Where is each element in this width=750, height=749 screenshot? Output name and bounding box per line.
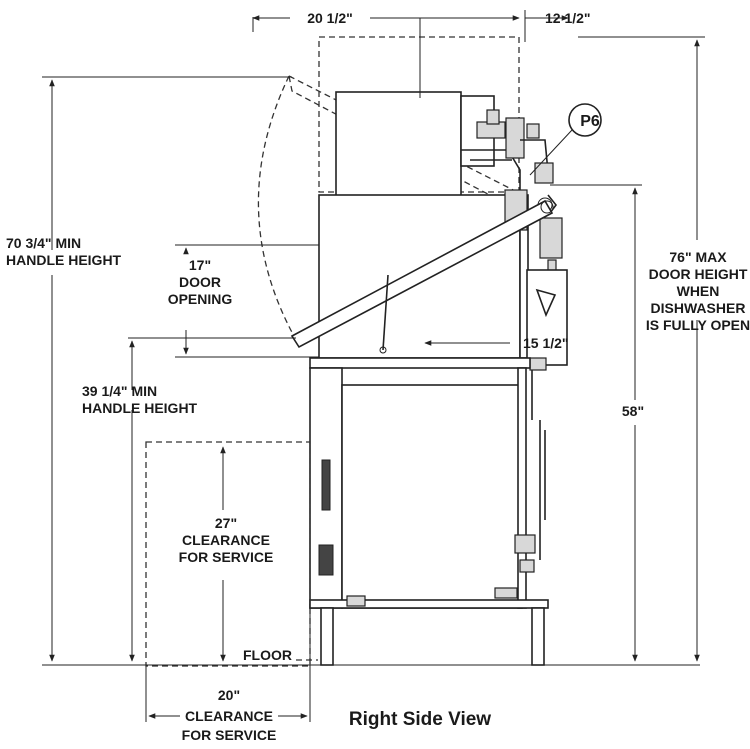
p6-callout-circle xyxy=(568,103,602,137)
horizontal-clearance-line2: CLEARANCE xyxy=(185,708,273,724)
upper-cabinet xyxy=(335,91,462,197)
max-height-label-line3: WHEN xyxy=(677,283,720,299)
door-opening-label-line2: DOOR xyxy=(179,274,221,290)
max-height-label-line5: IS FULLY OPEN xyxy=(646,317,750,333)
body-height-label: 58" xyxy=(622,403,644,419)
floor-label: FLOOR xyxy=(243,647,292,663)
dimension-labels: 20 1/2" 12 1/2" P6 70 3/4" MIN HANDLE HE… xyxy=(6,10,750,743)
vertical-clearance-line2: CLEARANCE xyxy=(182,532,270,548)
dimension-lines xyxy=(42,10,705,722)
horizontal-clearance-line1: 20" xyxy=(218,687,240,703)
lower-handle-label-line2: HANDLE HEIGHT xyxy=(82,400,198,416)
top-width-label: 20 1/2" xyxy=(307,10,353,26)
vertical-clearance-line1: 27" xyxy=(215,515,237,531)
service-clearance-box xyxy=(145,441,311,667)
lower-cabinet xyxy=(341,384,523,609)
p6-callout-label: P6 xyxy=(580,113,600,130)
max-height-label-line4: DISHWASHER xyxy=(651,300,746,316)
door-swing-arc xyxy=(257,75,296,339)
view-title: Right Side View xyxy=(349,709,491,730)
max-height-label-line2: DOOR HEIGHT xyxy=(649,266,748,282)
max-height-label-line1: 76" MAX xyxy=(669,249,727,265)
door-opening-label-line1: 17" xyxy=(189,257,211,273)
vertical-clearance-line3: FOR SERVICE xyxy=(179,549,274,565)
dishwasher-outline xyxy=(257,36,568,666)
horizontal-clearance-line3: FOR SERVICE xyxy=(182,727,277,743)
lower-handle-label-line1: 39 1/4" MIN xyxy=(82,383,157,399)
left-height-label-line2: HANDLE HEIGHT xyxy=(6,252,122,268)
door-handle-bar xyxy=(290,199,554,349)
front-leg xyxy=(320,607,334,666)
door-opening-label-line3: OPENING xyxy=(168,291,233,307)
top-right-label: 12 1/2" xyxy=(545,10,591,26)
rear-leg xyxy=(531,607,545,666)
depth-label: 15 1/2" xyxy=(523,335,569,351)
left-height-label-line1: 70 3/4" MIN xyxy=(6,235,81,251)
